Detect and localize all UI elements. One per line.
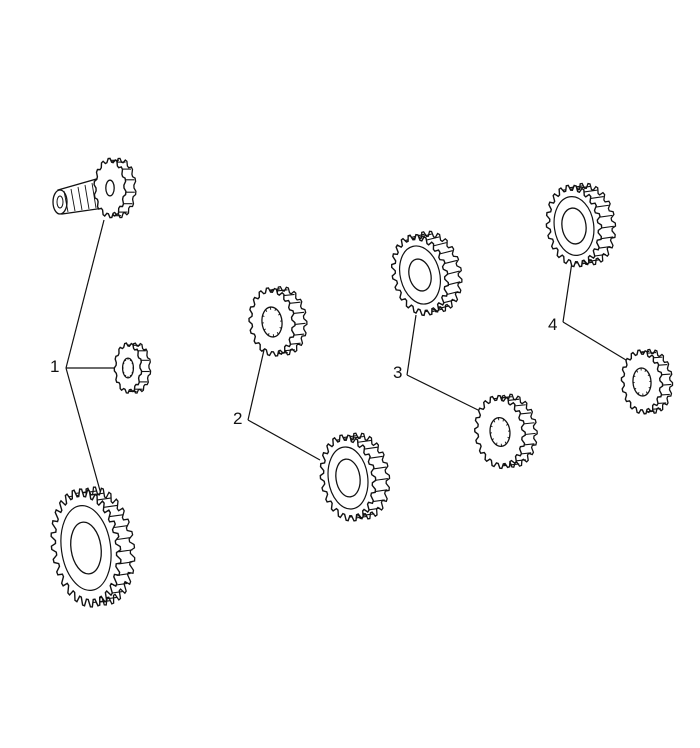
large-helical-gear [50,486,136,608]
leader-line-3a [406,314,417,376]
gear-4b [620,348,674,415]
leader-line-1c [65,367,105,506]
callout-label-4: 4 [548,315,558,334]
gear-3a [390,230,463,317]
pinion-gear [93,157,137,219]
leader-line-4a [562,261,573,323]
gear-2a [248,286,308,357]
callout-label-2: 2 [233,409,243,428]
gear-3b [474,393,538,470]
small-spur-gear [113,342,152,394]
gear-4a [545,182,617,268]
gears-layer [50,157,674,608]
leader-line-1a [65,219,105,369]
leader-line-2a [247,349,265,421]
leader-line-4b [562,321,627,361]
callout-label-3: 3 [393,363,403,382]
leader-line-3b [406,374,479,411]
callout-label-1: 1 [50,357,60,376]
gear-2b [319,432,391,522]
leader-lines [65,219,627,506]
leader-line-2b [247,419,321,461]
